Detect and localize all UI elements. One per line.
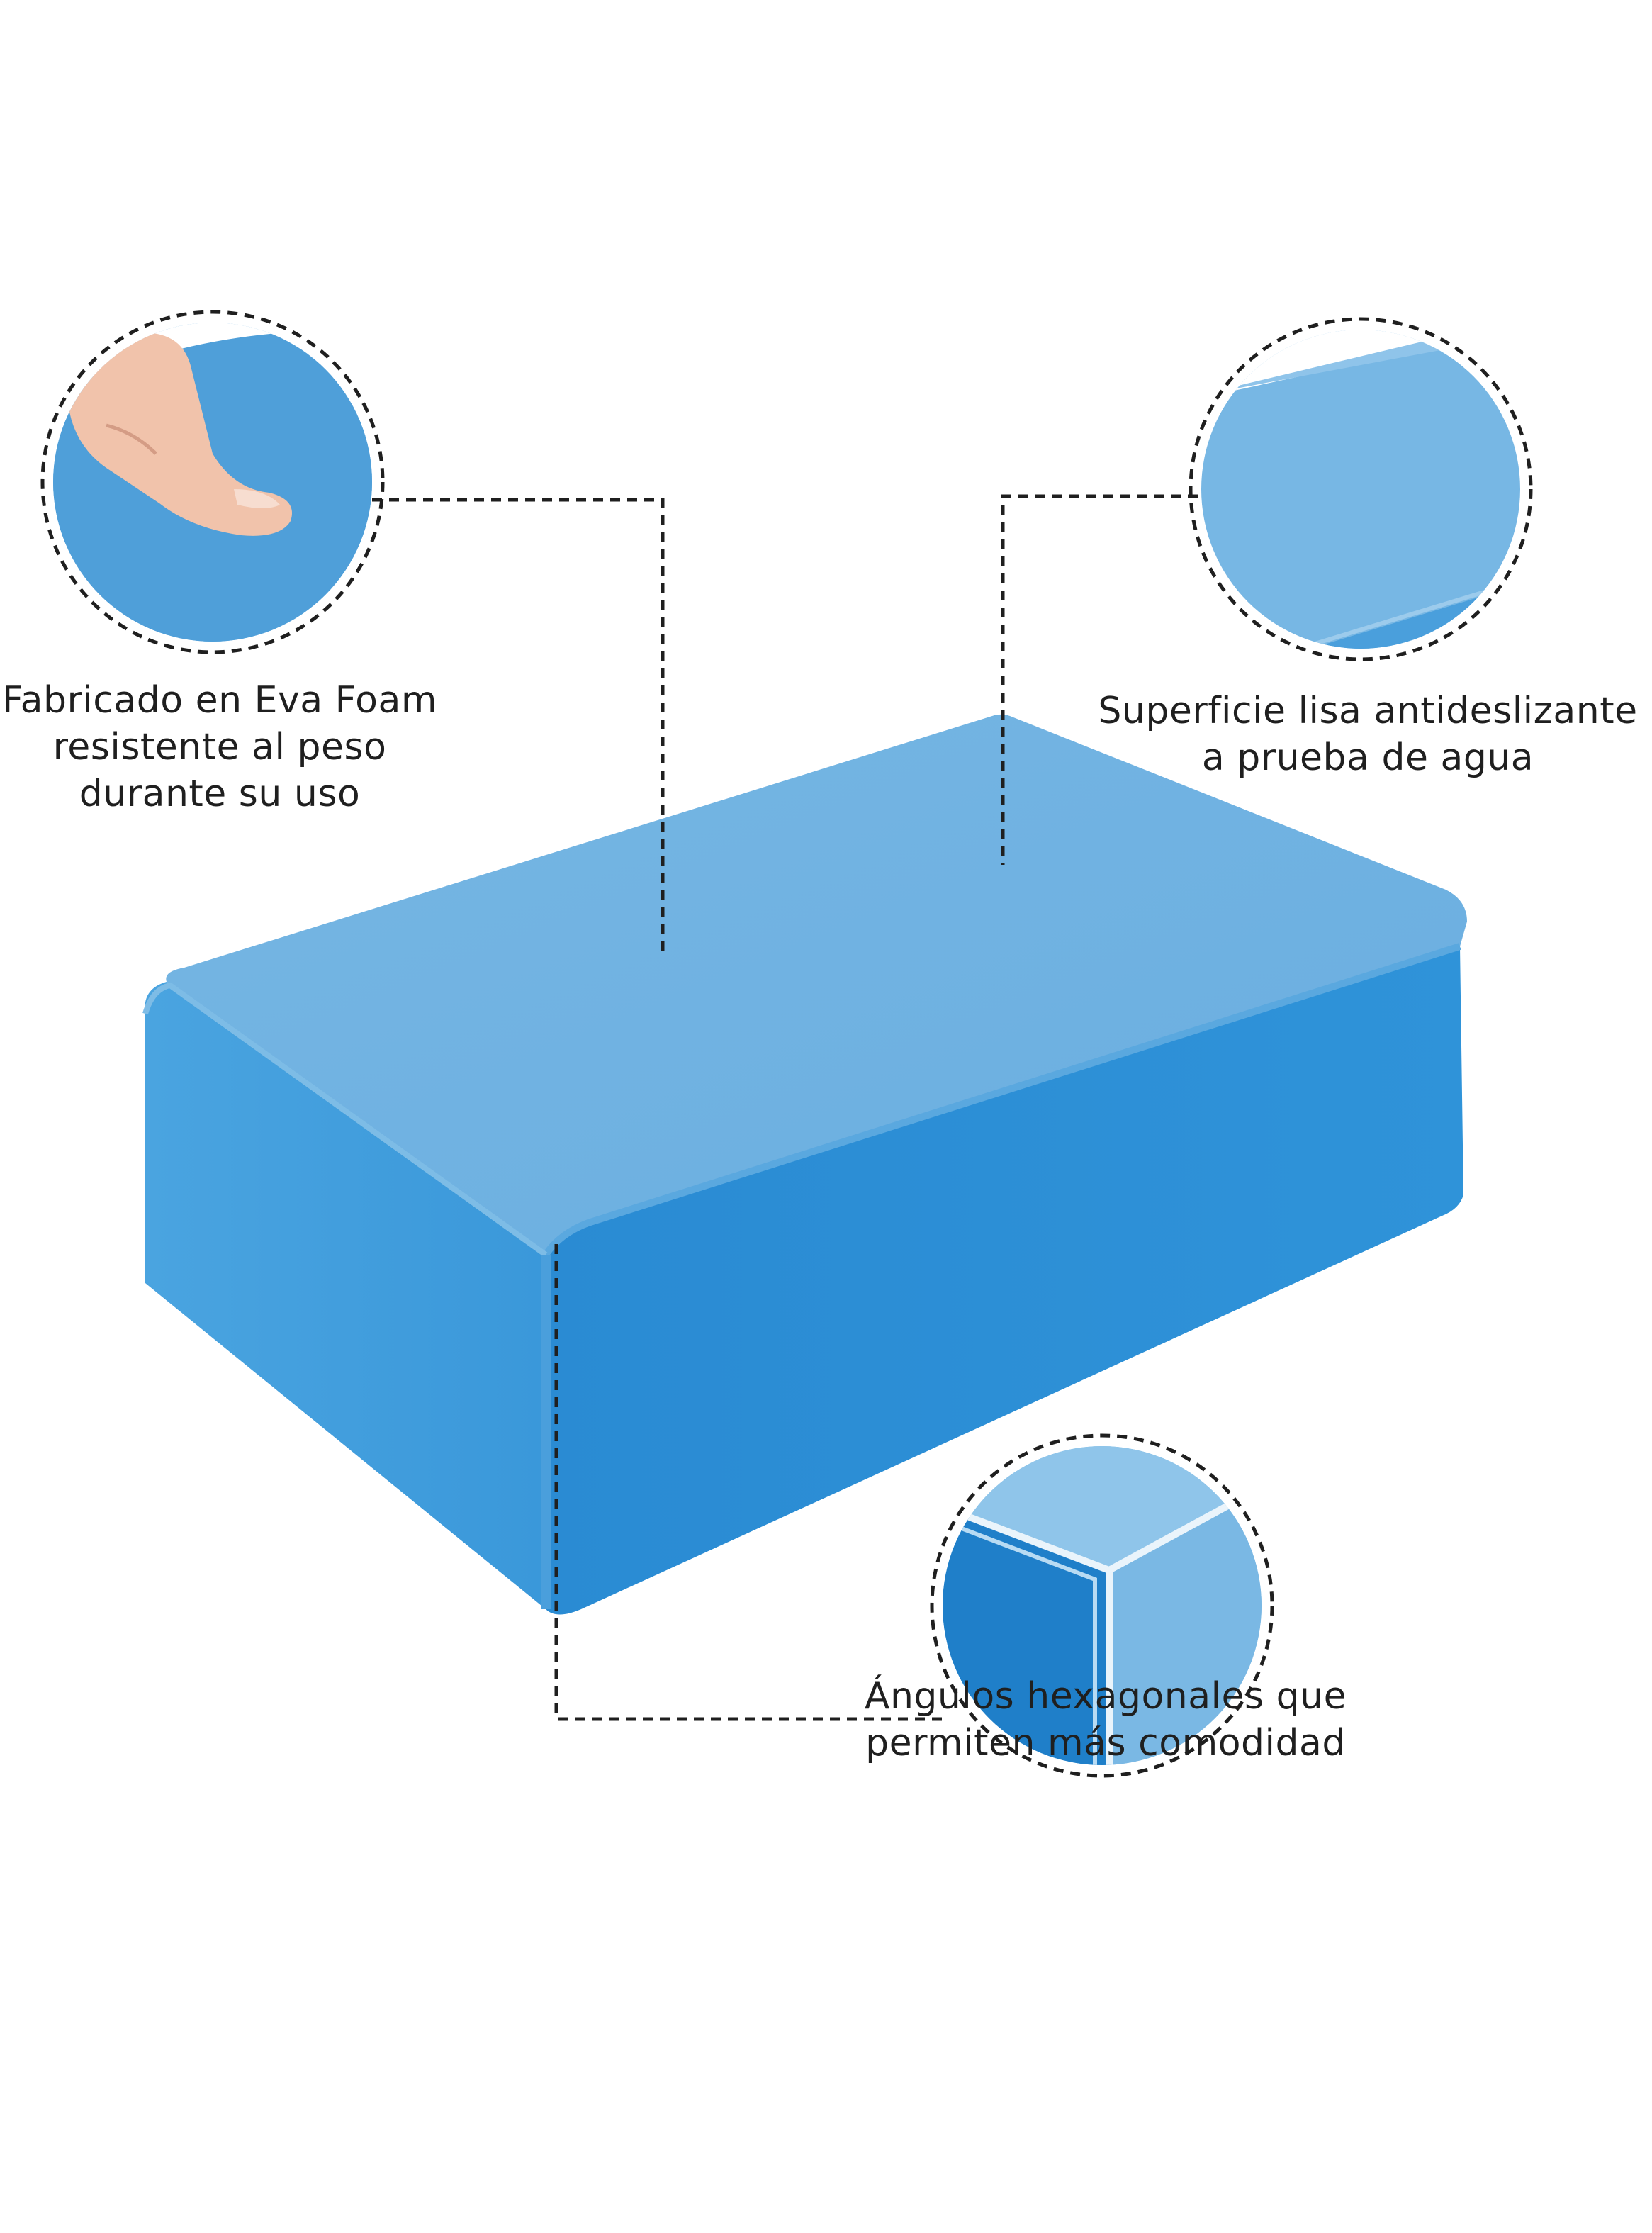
caption-line: Superficie lisa antideslizante [1098, 690, 1638, 732]
connector-left [372, 498, 665, 957]
caption-line: permiten más comodidad [865, 1722, 1346, 1764]
caption-angles: Ángulos hexagonales que permiten más com… [836, 1673, 1375, 1767]
detail-circle-surface [1189, 317, 1533, 661]
caption-line: a prueba de agua [1201, 737, 1534, 779]
caption-line: resistente al peso [52, 726, 387, 768]
caption-surface: Superficie lisa antideslizante a prueba … [1091, 688, 1644, 781]
caption-line: Fabricado en Eva Foam [1, 679, 438, 722]
detail-circle-eva-foam [40, 310, 385, 654]
block-side-face [145, 982, 546, 1609]
caption-line: durante su uso [79, 773, 361, 815]
block-bevel-left-edge [142, 982, 548, 1258]
connector-bottom [554, 1244, 946, 1721]
connector-lines [372, 494, 1198, 1721]
caption-line: Ángulos hexagonales que [864, 1675, 1347, 1718]
block-front-face [546, 946, 1463, 1615]
block-bevel-front-edge [542, 943, 1461, 1257]
finger-icon [67, 333, 292, 536]
caption-eva-foam: Fabricado en Eva Foam resistente al peso… [0, 677, 439, 817]
yoga-block [142, 714, 1467, 1615]
block-top-face [166, 714, 1467, 1255]
connector-right [1001, 494, 1198, 865]
